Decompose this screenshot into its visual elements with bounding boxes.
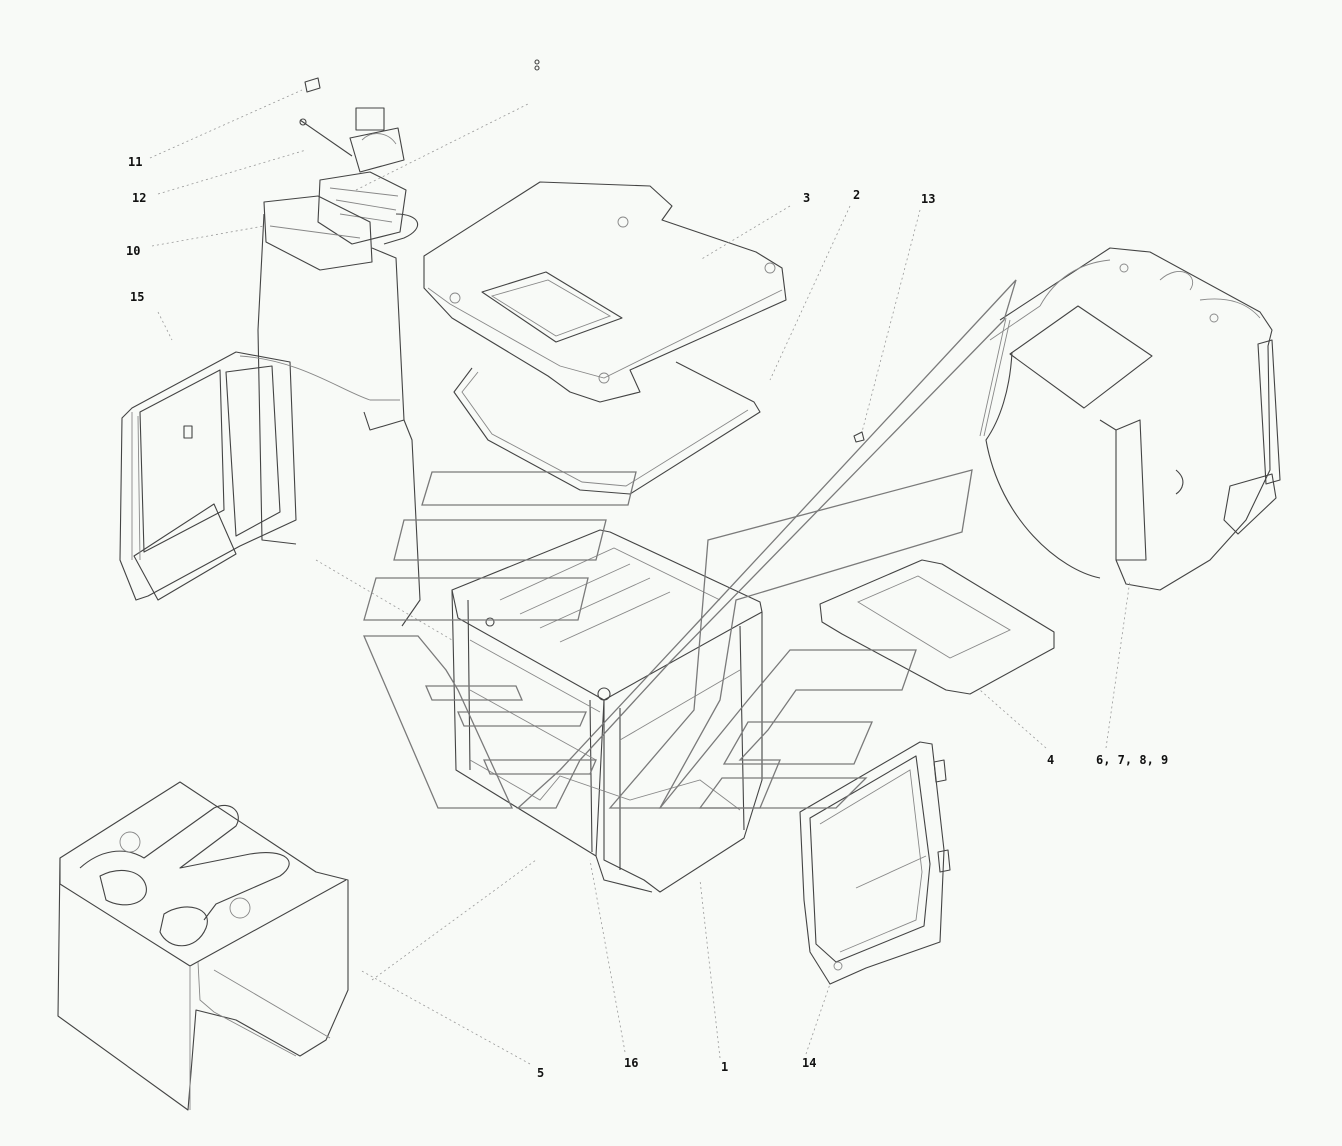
- leader-lines: [149, 89, 1131, 1065]
- callout-10: 10: [126, 244, 140, 258]
- part-4-floor-mat: [819, 559, 1055, 695]
- callout-4: 4: [1047, 753, 1054, 767]
- callout-labels: 11 12 10 15 3 2 13 4 6, 7, 8, 9 5 16 1 1…: [126, 155, 1168, 1080]
- callout-15: 15: [130, 290, 144, 304]
- part-10-duct-panel: [257, 195, 421, 627]
- part-fastener-top: [534, 59, 540, 71]
- watermark-logo: [363, 279, 1017, 809]
- part-11-bracket: [304, 77, 321, 93]
- part-2-headliner-tube: [453, 361, 761, 495]
- part-15-left-door: [119, 351, 400, 601]
- callout-6-7-8-9: 6, 7, 8, 9: [1096, 753, 1168, 767]
- part-1-cab-frame: [451, 529, 763, 893]
- part-12-assembly: [299, 107, 419, 245]
- callout-1: 1: [721, 1060, 728, 1074]
- callout-11: 11: [128, 155, 142, 169]
- part-14-right-door: [799, 741, 951, 985]
- callout-3: 3: [803, 191, 810, 205]
- callout-13: 13: [921, 192, 935, 206]
- part-13-clip: [853, 431, 865, 443]
- callout-16: 16: [624, 1056, 638, 1070]
- callout-12: 12: [132, 191, 146, 205]
- callout-5: 5: [537, 1066, 544, 1080]
- callout-2: 2: [853, 188, 860, 202]
- part-6-9-harness-assembly: [979, 247, 1281, 591]
- part-3-roof-cover: [423, 181, 787, 403]
- callout-14: 14: [802, 1056, 816, 1070]
- part-5-interior-trim: [57, 781, 349, 1111]
